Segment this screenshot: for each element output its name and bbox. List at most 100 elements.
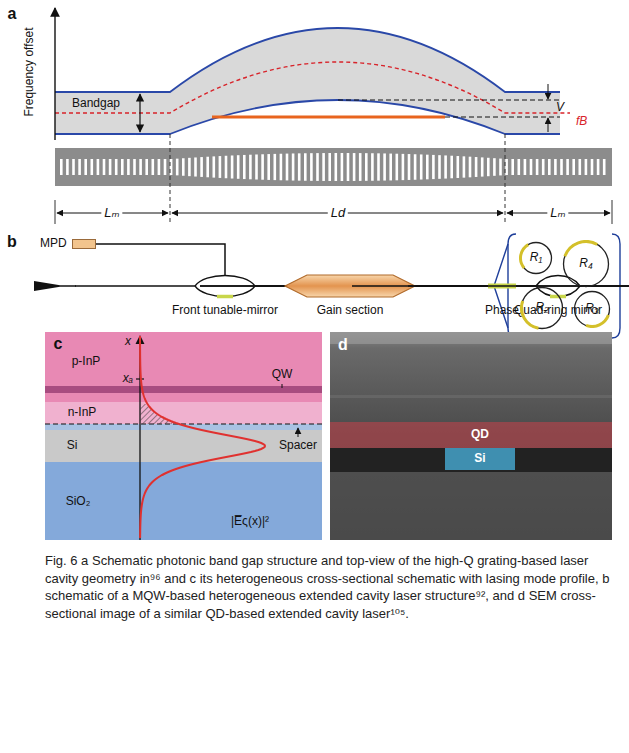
sem-image — [330, 332, 612, 540]
grating-cavity — [493, 158, 496, 176]
grating-cavity — [481, 157, 484, 176]
sem-image — [330, 332, 612, 344]
grating-cavity — [310, 153, 313, 181]
grating-cavity — [164, 159, 167, 175]
grating-cavity — [243, 155, 246, 179]
grating-cavity — [176, 159, 179, 176]
component-label: Front tunable-mirror — [172, 304, 278, 318]
ring-bracket — [494, 244, 508, 286]
grating-cavity — [304, 153, 307, 181]
grating-cavity — [353, 153, 356, 181]
dimension-label: Lₘ — [101, 206, 122, 220]
dimension-lines — [55, 134, 612, 224]
grating-cavity — [450, 156, 453, 179]
layer-stack — [140, 336, 265, 538]
band-diagram — [445, 117, 560, 118]
grating-cavity — [414, 154, 417, 180]
ring-resonator: R₄ — [562, 240, 610, 288]
grating-cavity — [152, 159, 155, 175]
grating-cavity — [475, 157, 478, 177]
layer-stack — [45, 402, 322, 424]
grating-cavity — [200, 157, 203, 177]
grating-cavity — [66, 159, 69, 175]
band-diagram — [55, 62, 570, 113]
sem-image — [445, 448, 515, 470]
grating-cavity — [554, 159, 557, 175]
panel-letter: d — [338, 336, 348, 354]
waveguide-connector — [96, 244, 225, 271]
grating-cavity — [78, 159, 81, 175]
layer-label: Si — [67, 439, 78, 452]
component-label: Gain section — [317, 304, 384, 318]
layer-stack — [298, 428, 299, 437]
layer-stack — [282, 384, 283, 388]
detuning-label: V — [556, 101, 564, 114]
photodetector: MPD — [40, 237, 96, 251]
grating-cavity — [511, 159, 514, 175]
grating-cavity — [505, 159, 508, 175]
grating-cavity — [597, 159, 600, 175]
grating-cavity — [603, 159, 606, 175]
grating-cavity — [316, 153, 319, 181]
dimension-label: Ld — [328, 206, 348, 220]
waveguide-taper — [34, 281, 60, 291]
grating-cavity — [115, 159, 118, 175]
dimension-lines — [170, 134, 171, 224]
grating-cavity — [591, 159, 594, 175]
layer-stack — [45, 386, 322, 393]
dimension-lines — [55, 200, 56, 224]
grating-cavity — [499, 159, 502, 176]
grating-cavity — [347, 153, 350, 181]
sem-image — [330, 395, 612, 398]
photodetector-outline — [72, 239, 96, 249]
grating-cavity — [322, 153, 325, 181]
grating-cavity — [72, 159, 75, 175]
axis-title: Frequency offset — [23, 27, 36, 116]
grating-cavity — [432, 155, 435, 179]
grating-cavity — [84, 159, 87, 175]
region-label: QD — [471, 428, 489, 441]
grating-cavity — [402, 154, 405, 180]
layer-stack — [45, 332, 322, 402]
grating-cavity — [572, 159, 575, 175]
ring-resonator: R₃ — [573, 290, 611, 328]
band-diagram — [55, 28, 560, 92]
grating-cavity — [542, 159, 545, 175]
grating-cavity — [469, 157, 472, 178]
ring-label: R₃ — [585, 302, 598, 316]
panel-letter: c — [54, 335, 63, 353]
component-label: Phase — [485, 304, 519, 318]
grating-cavity — [60, 159, 63, 175]
band-diagram — [54, 8, 55, 140]
grating-cavity — [530, 159, 533, 175]
grating-cavity — [182, 158, 185, 176]
grating-cavity — [55, 148, 612, 186]
layer-stack — [45, 462, 322, 540]
grating-cavity — [548, 159, 551, 175]
grating-cavity — [249, 155, 252, 180]
position-label: xₐ — [123, 372, 133, 385]
grating-cavity — [365, 153, 368, 181]
grating-cavity — [560, 159, 563, 175]
grating-cavity — [219, 156, 222, 178]
grating-cavity — [158, 159, 161, 175]
grating-cavity — [457, 156, 460, 178]
sem-image — [330, 422, 612, 448]
grating-cavity — [231, 155, 234, 178]
band-diagram — [55, 100, 560, 134]
grating-cavity — [389, 154, 392, 181]
grating-cavity — [396, 154, 399, 181]
grating-cavity — [359, 153, 362, 181]
grating-cavity — [383, 153, 386, 180]
bandgap-label: Bandgap — [72, 97, 120, 110]
grating-cavity — [133, 159, 136, 175]
grating-cavity — [579, 159, 582, 175]
layer-label: SiO₂ — [66, 495, 91, 508]
band-diagram — [212, 116, 445, 119]
ring-label: R₄ — [579, 257, 592, 271]
grating-cavity — [585, 159, 588, 175]
gain-section: Gain section — [200, 271, 500, 318]
grating-cavity — [91, 159, 94, 175]
